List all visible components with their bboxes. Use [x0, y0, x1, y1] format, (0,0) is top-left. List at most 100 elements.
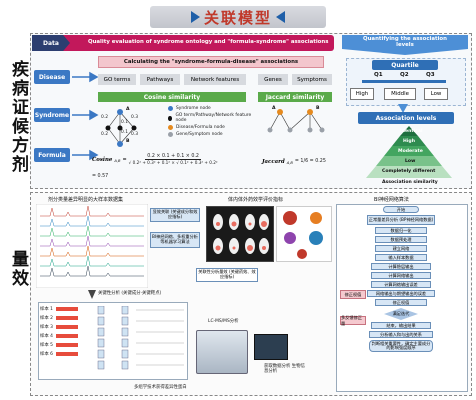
disease-node-legend-icon	[168, 125, 173, 130]
legend-item: Syndrome node	[168, 106, 254, 111]
bottom-caption: 多组学技术获得差异性蛋白	[134, 385, 187, 390]
list-item: 样本 3	[40, 324, 78, 330]
flow-step: 输入样本数据	[375, 254, 427, 261]
cosine-numerator: 0.2 × 0.1 + 0.1 × 0.2	[145, 154, 201, 160]
weight-1: 0.2	[101, 115, 108, 120]
flow-step: 计算网络输出	[371, 272, 431, 279]
dose-effect-link: 关联性分析量效 (关键药效、效应指标)	[196, 268, 258, 282]
sample-label: 样本 2	[40, 316, 53, 321]
key-analysis-label: 关键性分析 (关键成分·关键靶点)	[98, 291, 162, 296]
legend-text: GO term/Pathway/Network feature node	[175, 113, 252, 123]
syndrome-node-a	[117, 109, 123, 115]
list-item: 样本 2	[40, 315, 78, 321]
row-disease: Disease	[34, 70, 70, 84]
gene-node-4	[319, 127, 325, 133]
down-arrow-icon	[88, 290, 96, 299]
side-label-top: 疾病证候方剂	[8, 60, 28, 174]
row-arrows	[72, 71, 99, 161]
computer-monitor	[254, 334, 288, 360]
mid-title: 体内体外药效学评价指标	[228, 197, 284, 203]
weight-3: 0.3	[131, 115, 138, 120]
legend-item: GO term/Pathway/Network feature node	[168, 113, 254, 123]
side-flow-feedback: 多反馈修正量	[340, 315, 366, 326]
box-genes: Genes	[258, 74, 288, 85]
flow-step: 建立网络	[375, 245, 427, 252]
cosine-formula: Cosine A,B = 0.2 × 0.1 + 0.1 × 0.2 √ 0.2…	[92, 154, 218, 165]
sample-bar	[55, 352, 78, 356]
legend-item: Disease/Formula node	[168, 125, 254, 130]
pyramid-completely-different: Completely different	[382, 169, 436, 174]
cosine-fraction: 0.2 × 0.1 + 0.1 × 0.2 √ 0.2² + 0.3² + 0.…	[129, 154, 218, 165]
syndrome-node-legend-icon	[168, 106, 173, 111]
disease-node-b	[307, 109, 313, 115]
tube-rows	[97, 306, 184, 370]
feature-node-legend-icon	[168, 115, 173, 121]
bi-title: BI神经网络算法	[374, 197, 409, 203]
legend-text: Disease/Formula node	[176, 125, 225, 130]
weight-4: 0.2	[101, 132, 108, 137]
box-symptoms: Symptoms	[292, 74, 332, 85]
level-low: Low	[424, 88, 448, 100]
jaccard-bar: Jaccard similarity	[258, 92, 332, 102]
weight-2: 0.1	[121, 120, 128, 125]
flow-end: 判断相关重要性，确定主要成分的影响强度顺序	[369, 340, 433, 352]
quartile-label: Quartile	[372, 60, 438, 70]
level-high: High	[350, 88, 374, 100]
graph-label-a2: A	[272, 106, 276, 111]
chromatogram-stack	[36, 204, 148, 288]
pyramid-high: High	[403, 139, 415, 144]
cosine-formula-name: Cosine	[92, 156, 113, 163]
side-flow-correct: 修正权值	[340, 290, 366, 299]
flow-step: 数据预处理	[375, 236, 427, 243]
quality-banner-text: Quality evaluation of syndrome ontology …	[88, 39, 329, 45]
flow-decision: 满足迭代	[384, 308, 418, 320]
jaccard-formula-sub: A,B	[286, 161, 293, 165]
sample-bar	[55, 343, 78, 347]
cosine-bar: Cosine similarity	[98, 92, 246, 102]
ml-algorithm-tag: BI神经网络、多权重分析等机器学习算法	[150, 232, 200, 248]
sample-bar	[55, 325, 78, 329]
flowchart-steps: 开始 正常量差异分析 (BP神经网络数据) 数据归一化 数据预处理 建立网络 输…	[366, 206, 436, 352]
list-item: 样本 4	[40, 333, 78, 339]
calc-banner-text: Calculating the "syndrome-formula-diseas…	[123, 59, 299, 65]
gene-node-2	[287, 127, 293, 133]
quartile-q3: Q3	[426, 72, 435, 78]
data-analysis-label: 获取数据分析 生物信息分析	[264, 364, 305, 374]
pyramid-identical: Identical	[400, 129, 423, 134]
title-banner: 关联模型	[150, 6, 326, 28]
flow-step: 网络输出与期望输出的误差	[367, 290, 435, 297]
sample-label: 样本 4	[40, 334, 53, 339]
sample-label: 样本 3	[40, 325, 53, 330]
sample-title: 剂分类量差异明显的大样本数据集	[48, 197, 124, 203]
row-formula: Formula	[34, 148, 70, 162]
lcms-instrument	[196, 330, 248, 374]
sample-label: 样本 6	[40, 352, 53, 357]
legend-text: Gene/Symptom node	[176, 132, 223, 137]
jaccard-equation: = 1/6 = 0.25	[294, 159, 326, 164]
gene-node-3	[307, 127, 313, 133]
quality-banner	[34, 35, 334, 51]
cosine-graph	[105, 109, 137, 147]
cosine-result: = 0.57	[92, 174, 109, 179]
pyramid-low: Low	[405, 159, 416, 164]
jaccard-formula: Jaccard A,B = 1/6 = 0.25	[262, 158, 326, 166]
flow-step: 数据归一化	[375, 227, 427, 234]
flow-step: 分析输入和与出的关系	[369, 331, 433, 338]
mouse-imaging	[213, 214, 269, 254]
jaccard-graph	[267, 109, 325, 133]
association-levels-label: Association levels	[358, 112, 454, 124]
association-pyramid	[366, 126, 452, 178]
cosine-denominator: √ 0.2² + 0.3² + 0.1² × √ 0.1² + 0.3² + 0…	[128, 160, 218, 165]
weight-6: 0.3	[131, 132, 138, 137]
quartile-q1: Q1	[374, 72, 383, 78]
right-triangle-icon	[276, 11, 285, 23]
box-pathways: Pathways	[140, 74, 180, 85]
quantify-banner: Quantifying the association levels	[342, 35, 468, 55]
sample-bar	[55, 307, 78, 311]
proteomics-box	[38, 302, 188, 380]
feature-node-1	[105, 125, 111, 131]
quartile-q2: Q2	[400, 72, 409, 78]
effect-association-tag: 显效关联 (关键成分和效应指标)	[150, 208, 200, 222]
list-item: 样本 1	[40, 306, 78, 312]
flow-step: 结束，输出结果	[371, 322, 431, 329]
